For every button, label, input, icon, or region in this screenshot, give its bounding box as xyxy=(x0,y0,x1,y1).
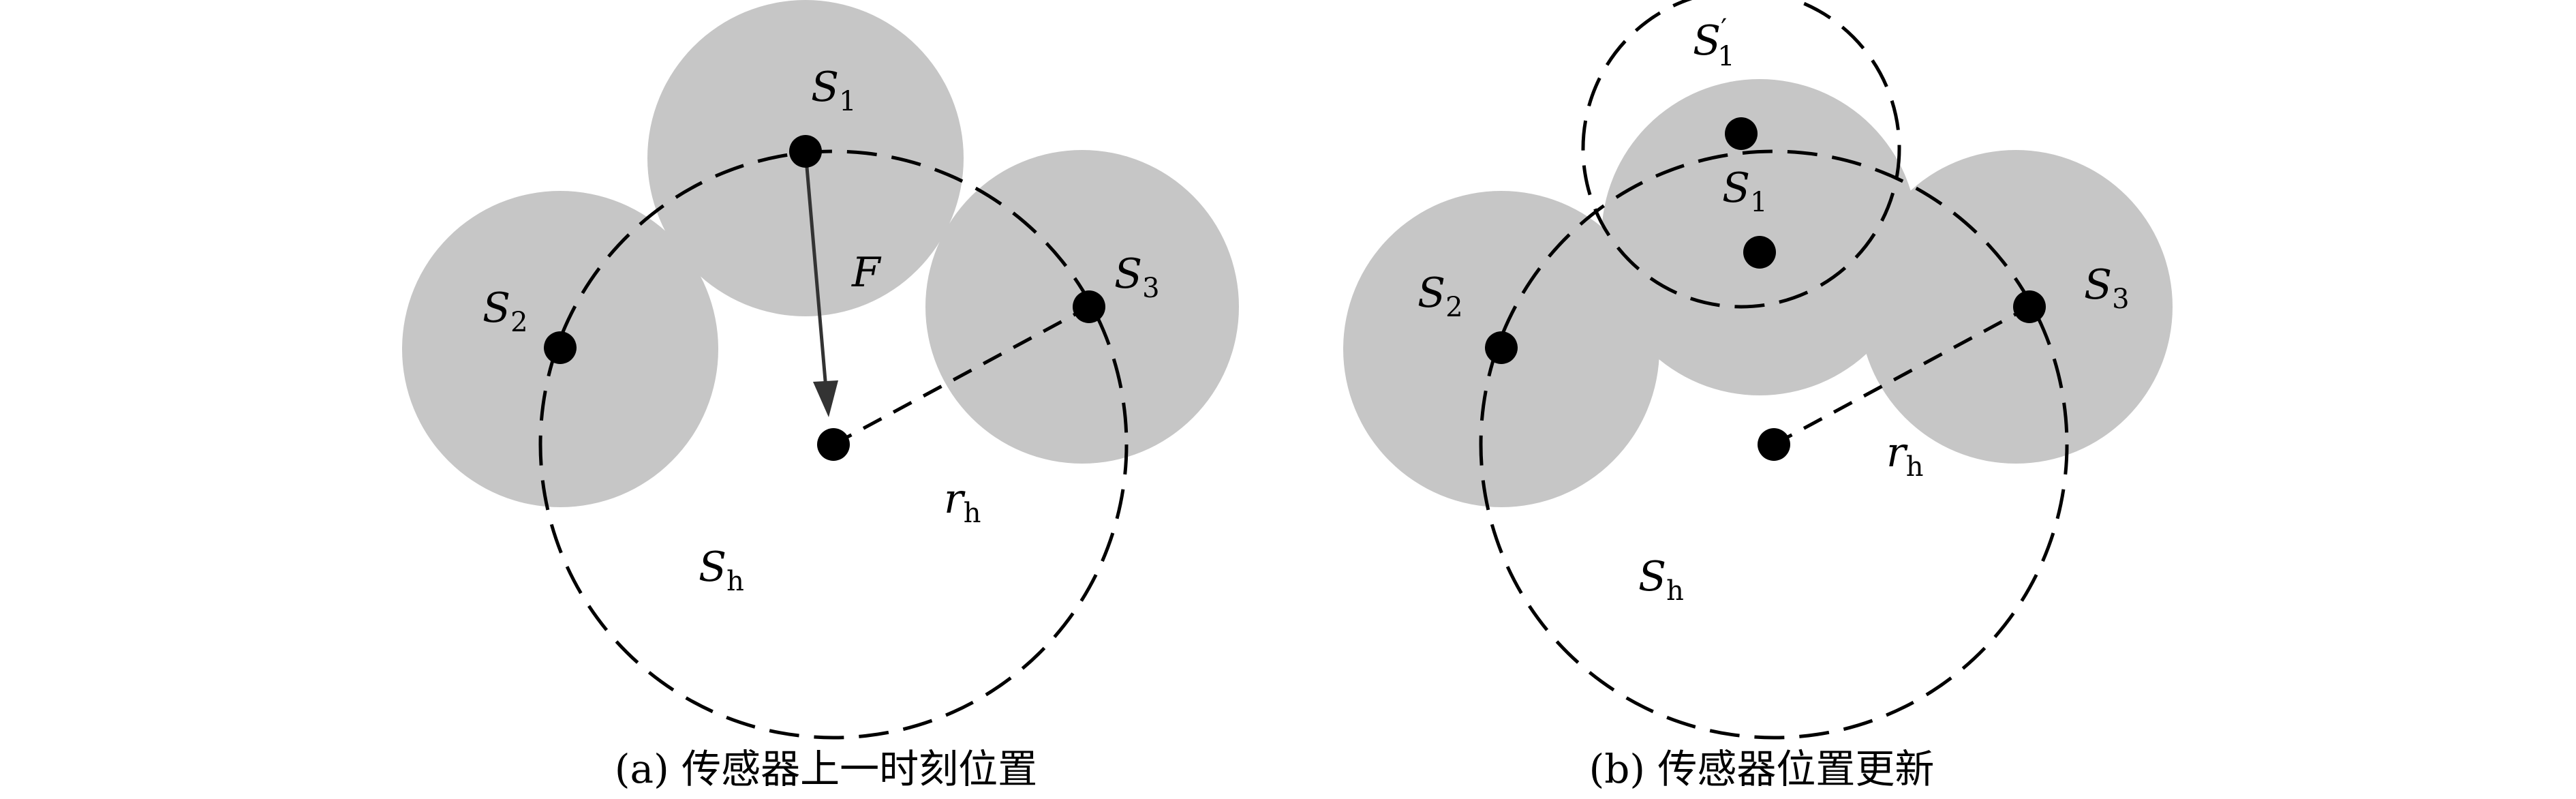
panel-b: S′1 S1 S2 S3 rh Sh (b) 传感器位置更新 xyxy=(1343,0,2173,792)
force-arrow-head xyxy=(813,380,838,417)
label-s2: S2 xyxy=(1417,269,1463,323)
sensor-s3-node xyxy=(2013,290,2046,323)
hole-center-node xyxy=(1758,428,1790,461)
hole-radius-line xyxy=(832,305,1090,447)
sensor-s2-node xyxy=(1485,331,1518,364)
label-s3: S3 xyxy=(2084,261,2130,315)
hole-boundary-circle xyxy=(538,149,1129,740)
label-sh: Sh xyxy=(1638,553,1684,607)
label-rh: rh xyxy=(944,475,981,529)
sensor-s3-node xyxy=(1073,290,1105,323)
label-s2: S2 xyxy=(482,284,528,338)
hole-radius-line xyxy=(1773,305,2031,447)
label-s1-new: S′1 xyxy=(1693,14,1735,72)
panel-a: S1 S2 S3 F rh Sh (a) 传感器上一时刻位置 xyxy=(402,0,1239,792)
hole-boundary-circle xyxy=(1479,149,2069,740)
label-force: F xyxy=(851,249,882,297)
label-sh: Sh xyxy=(699,543,744,597)
sensor-s1-new-node xyxy=(1725,117,1758,150)
label-s1: S1 xyxy=(1722,164,1768,218)
label-s3: S3 xyxy=(1114,250,1160,304)
caption-a: (a) 传感器上一时刻位置 xyxy=(615,746,1037,792)
sensor-s1-new-range-circle xyxy=(1581,0,1901,309)
label-rh: rh xyxy=(1886,429,1923,483)
label-s1: S1 xyxy=(811,63,857,117)
force-arrow-line xyxy=(803,151,828,389)
caption-b: (b) 传感器位置更新 xyxy=(1589,746,1935,792)
sensor-s1-node xyxy=(1743,236,1776,269)
hole-center-node xyxy=(817,428,850,461)
sensor-s1-node xyxy=(789,135,822,168)
sensor-s2-node xyxy=(544,331,577,364)
